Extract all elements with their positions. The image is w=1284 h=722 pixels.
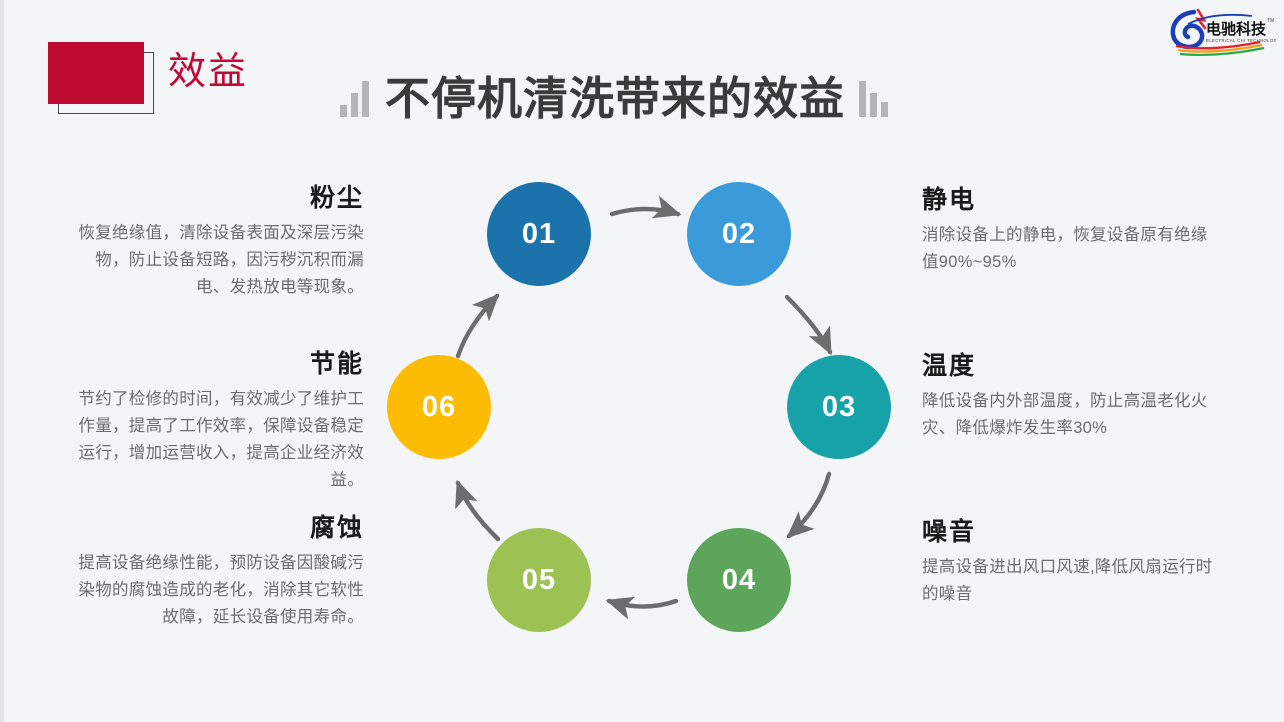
benefit-heading-corrosion: 腐蚀	[309, 514, 364, 542]
arrow-05-to-06	[455, 479, 501, 542]
page-title-text: 不停机清洗带来的效益	[385, 73, 846, 124]
benefit-body-energy: 节约了检修的时间，有效减少了维护工作量，提高了工作效率，保障设备稳定运行，增加运…	[78, 390, 364, 489]
section-label: 效益	[168, 51, 249, 93]
benefit-heading-temperature: 温度	[922, 352, 977, 380]
benefit-body-temperature: 降低设备内外部温度，防止高温老化火灾、降低爆炸发生率30%	[922, 392, 1208, 437]
benefit-heading-static: 静电	[922, 186, 977, 214]
svg-text:ELECTRICAL CHI TECHNOLOGY: ELECTRICAL CHI TECHNOLOGY	[1206, 38, 1276, 43]
cycle-node-04-label: 04	[721, 563, 757, 596]
benefit-body-static: 消除设备上的静电，恢复设备原有绝缘值90%~95%	[922, 226, 1208, 271]
bar-chart-icon-left	[340, 81, 369, 117]
cycle-node-01-label: 01	[521, 217, 557, 250]
badge-filled-square	[48, 42, 144, 104]
svg-text:电驰科技: 电驰科技	[1206, 20, 1267, 38]
benefit-block-energy: 节能 节约了检修的时间，有效减少了维护工作量，提高了工作效率，保障设备稳定运行，…	[72, 348, 364, 494]
cycle-node-06[interactable]: 06	[387, 355, 491, 459]
page-title: 不停机清洗带来的效益	[340, 68, 889, 130]
cycle-node-05-label: 05	[521, 563, 557, 596]
svg-text:TM: TM	[1267, 18, 1274, 24]
cycle-node-03[interactable]: 03	[787, 355, 891, 459]
benefit-heading-energy: 节能	[309, 350, 364, 378]
arrow-01-to-02	[609, 195, 682, 219]
benefit-heading-dust: 粉尘	[309, 184, 364, 212]
benefit-body-corrosion: 提高设备绝缘性能，预防设备因酸碱污染物的腐蚀造成的老化，消除其它软性故障，延长设…	[78, 554, 364, 626]
cycle-diagram: 01 02 03 04 05 06	[370, 160, 915, 680]
cycle-node-03-label: 03	[821, 390, 857, 423]
benefit-block-temperature: 温度 降低设备内外部温度，防止高温老化火灾、降低爆炸发生率30%	[922, 350, 1214, 442]
arrow-02-to-03	[784, 294, 833, 356]
cycle-node-02-label: 02	[721, 217, 757, 250]
section-badge	[48, 42, 160, 120]
benefit-body-noise: 提高设备进出风口风速,降低风扇运行时的噪音	[922, 558, 1213, 603]
company-logo: 电驰科技 ELECTRICAL CHI TECHNOLOGY TM	[1164, 4, 1280, 58]
benefit-body-dust: 恢复绝缘值，清除设备表面及深层污染物，防止设备短路，因污秽沉积而漏电、发热放电等…	[78, 224, 364, 296]
arrow-03-to-04	[786, 471, 832, 539]
benefit-block-static: 静电 消除设备上的静电，恢复设备原有绝缘值90%~95%	[922, 184, 1214, 276]
benefit-block-noise: 噪音 提高设备进出风口风速,降低风扇运行时的噪音	[922, 516, 1214, 608]
left-edge-rule	[0, 0, 4, 722]
arrow-04-to-05	[605, 596, 679, 620]
benefit-heading-noise: 噪音	[922, 518, 977, 546]
arrow-06-to-01	[455, 293, 500, 359]
cycle-node-06-label: 06	[421, 390, 457, 423]
cycle-node-02[interactable]: 02	[687, 182, 791, 286]
cycle-node-01[interactable]: 01	[487, 182, 591, 286]
benefit-block-corrosion: 腐蚀 提高设备绝缘性能，预防设备因酸碱污染物的腐蚀造成的老化，消除其它软性故障，…	[72, 512, 364, 631]
bar-chart-icon-right	[859, 81, 889, 117]
cycle-node-04[interactable]: 04	[687, 528, 791, 632]
cycle-node-05[interactable]: 05	[487, 528, 591, 632]
benefit-block-dust: 粉尘 恢复绝缘值，清除设备表面及深层污染物，防止设备短路，因污秽沉积而漏电、发热…	[72, 182, 364, 301]
